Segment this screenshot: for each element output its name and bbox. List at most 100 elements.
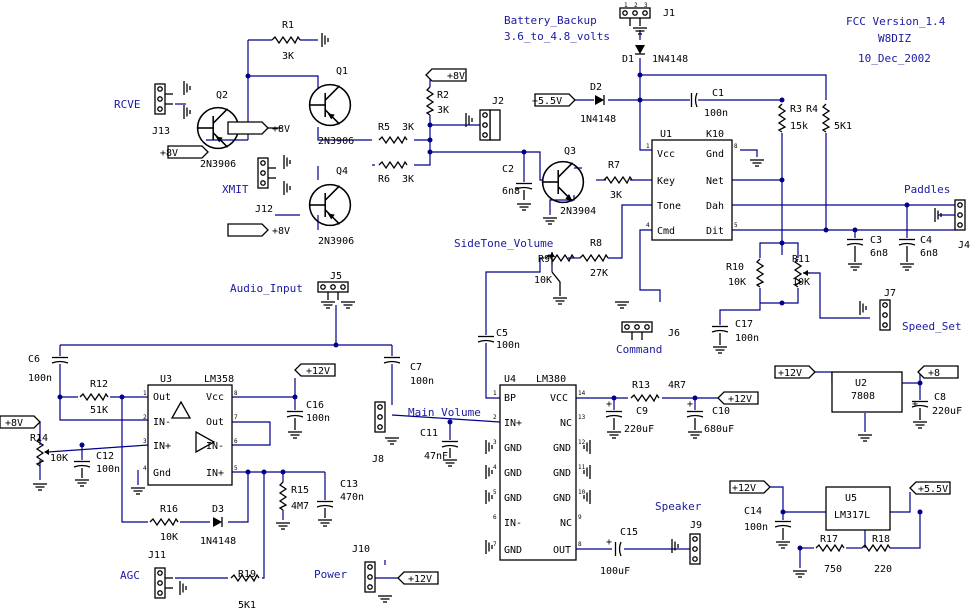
svg-text:+12V: +12V <box>306 366 330 377</box>
svg-text:7808: 7808 <box>851 391 875 402</box>
svg-text:Q1: Q1 <box>336 66 348 77</box>
svg-text:VCC: VCC <box>550 393 568 404</box>
junctions <box>57 72 923 551</box>
svg-text:U2: U2 <box>855 378 867 389</box>
svg-text:9: 9 <box>578 514 582 521</box>
svg-text:680uF: 680uF <box>704 424 734 435</box>
svg-text:C1: C1 <box>712 88 724 99</box>
svg-text:+8V: +8V <box>272 226 290 237</box>
svg-text:IN-: IN- <box>504 518 522 529</box>
svg-text:+: + <box>606 537 612 548</box>
u4-part: LM380 <box>536 374 566 385</box>
svg-text:J11: J11 <box>148 550 166 561</box>
svg-text:C15: C15 <box>620 527 638 538</box>
title-block: FCC Version_1.4 W8DIZ 10_Dec_2002 Batter… <box>504 14 946 65</box>
svg-text:220uF: 220uF <box>932 406 962 417</box>
svg-text:C10: C10 <box>712 406 730 417</box>
u1-pin-net: Net <box>706 176 724 187</box>
u4-chip: U4 LM380 BP IN+ GND GND GND IN- GND VCC … <box>485 374 591 561</box>
svg-text:470n: 470n <box>340 492 364 503</box>
svg-text:8: 8 <box>234 390 238 397</box>
svg-text:10K: 10K <box>534 275 552 286</box>
svg-text:C7: C7 <box>410 362 422 373</box>
svg-text:10K: 10K <box>50 453 68 464</box>
svg-text:6n8: 6n8 <box>870 248 888 259</box>
svg-text:2: 2 <box>634 2 638 9</box>
svg-text:R14: R14 <box>30 433 48 444</box>
svg-text:J6: J6 <box>668 328 680 339</box>
svg-text:+12V: +12V <box>408 574 432 585</box>
svg-text:3: 3 <box>493 439 497 446</box>
svg-text:220uF: 220uF <box>624 424 654 435</box>
net-rcve: RCVE <box>114 98 141 111</box>
svg-text:C4: C4 <box>920 235 932 246</box>
svg-text:14: 14 <box>578 390 586 397</box>
svg-text:J8: J8 <box>372 454 384 465</box>
svg-text:10K: 10K <box>160 532 178 543</box>
svg-text:8: 8 <box>734 143 738 150</box>
svg-text:+: + <box>606 399 612 410</box>
svg-text:5K1: 5K1 <box>238 600 256 611</box>
grounds <box>32 32 808 578</box>
svg-text:100n: 100n <box>96 464 120 475</box>
u3-chip: U3 LM358 Out IN- IN+ Gnd Vcc Out IN- IN+… <box>143 374 238 486</box>
u5-regulator: U5 LM317L <box>825 486 891 531</box>
net-agc: AGC <box>120 569 140 582</box>
svg-text:J1: J1 <box>663 8 675 19</box>
svg-text:IN-: IN- <box>153 417 171 428</box>
u1-pin-dah: Dah <box>706 201 724 212</box>
u1-pin-key: Key <box>657 176 675 187</box>
svg-text:IN+: IN+ <box>153 441 171 452</box>
svg-text:GND: GND <box>553 443 571 454</box>
u3-part: LM358 <box>204 374 234 385</box>
svg-text:C8: C8 <box>934 392 946 403</box>
svg-text:47nF: 47nF <box>424 451 448 462</box>
svg-text:+: + <box>912 399 918 410</box>
svg-text:Out: Out <box>206 417 224 428</box>
svg-text:5K1: 5K1 <box>834 121 852 132</box>
svg-text:R11: R11 <box>792 254 810 265</box>
svg-text:D1: D1 <box>622 54 634 65</box>
svg-text:2N3906: 2N3906 <box>318 236 354 247</box>
svg-text:LM317L: LM317L <box>834 510 870 521</box>
svg-text:+8V: +8V <box>272 124 290 135</box>
u1-pin-gnd: Gnd <box>706 149 724 160</box>
svg-text:4: 4 <box>143 465 147 472</box>
svg-text:Vcc: Vcc <box>206 392 224 403</box>
u3-ref: U3 <box>160 374 172 385</box>
svg-text:+12V: +12V <box>728 394 752 405</box>
battery-label: Battery_Backup <box>504 14 597 27</box>
q4-transistor: Q4 2N3906 <box>308 166 354 247</box>
resistors: R1 3K R2 3K R3 15k R4 5K1 R5 3K R6 3K R7… <box>30 20 892 611</box>
svg-text:GND: GND <box>504 468 522 479</box>
net-speed-set: Speed_Set <box>902 320 962 333</box>
svg-text:C3: C3 <box>870 235 882 246</box>
svg-text:C6: C6 <box>28 354 40 365</box>
svg-text:GND: GND <box>553 493 571 504</box>
svg-text:12: 12 <box>578 439 586 446</box>
svg-text:R15: R15 <box>291 485 309 496</box>
u2-regulator: U2 7808 <box>831 371 903 442</box>
battery-range-label: 3.6_to_4.8_volts <box>504 30 610 43</box>
svg-text:750: 750 <box>824 564 842 575</box>
svg-text:2N3906: 2N3906 <box>318 136 354 147</box>
svg-text:5: 5 <box>234 465 238 472</box>
svg-text:GND: GND <box>504 545 522 556</box>
svg-text:D2: D2 <box>590 82 602 93</box>
svg-text:4: 4 <box>646 222 650 229</box>
u1-pin-tone: Tone <box>657 201 681 212</box>
svg-text:GND: GND <box>504 443 522 454</box>
svg-text:6: 6 <box>493 514 497 521</box>
svg-text:J10: J10 <box>352 544 370 555</box>
svg-text:6: 6 <box>234 438 238 445</box>
svg-text:R1: R1 <box>282 20 294 31</box>
net-speaker: Speaker <box>655 500 702 513</box>
svg-text:C5: C5 <box>496 328 508 339</box>
svg-text:IN+: IN+ <box>504 418 522 429</box>
svg-text:6n8: 6n8 <box>502 186 520 197</box>
svg-text:27K: 27K <box>590 268 608 279</box>
d3-diode: D3 1N4148 <box>200 504 236 547</box>
svg-text:Out: Out <box>153 392 171 403</box>
capacitors: C1 100n C2 6n8 C3 6n8 C4 6n8 C5 100n C6 … <box>28 88 962 577</box>
svg-text:2: 2 <box>143 414 147 421</box>
